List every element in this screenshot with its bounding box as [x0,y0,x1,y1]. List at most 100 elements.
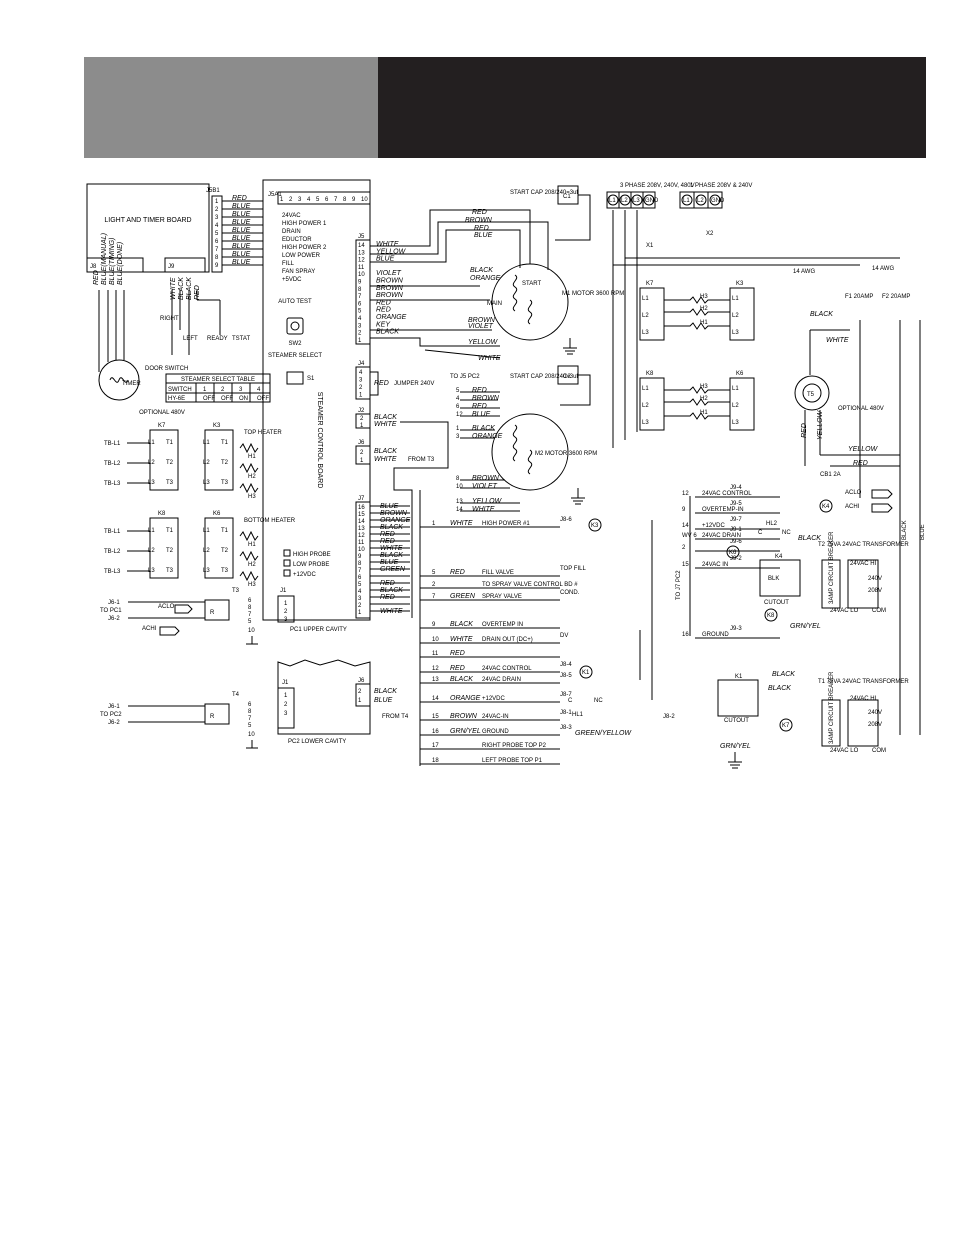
j9-pin: 2 [682,545,686,551]
j5b1-wire-color: BLUE [232,243,251,250]
control-pin: 11 [432,651,439,657]
cb1-label: CB1 2A [820,472,841,478]
pc2-j1-label: J1 [282,680,289,686]
j7-pin: 5 [358,582,362,588]
m2-wire-color: ORANGE [472,433,503,440]
pc2-j6-wire: BLUE [374,697,393,704]
control-wire-color: BLACK [450,621,473,628]
j5-wire-color: RED [376,307,391,314]
power-contactor-label: K6 [736,371,744,377]
j9-label: J9 [168,264,175,270]
control-pin: 13 [432,677,439,683]
j7-pin: 12 [358,533,365,539]
terminal-circle [631,194,643,206]
j9-c: C [758,530,763,536]
tstat-label: TSTAT [232,336,250,342]
j5-pin: 4 [358,316,362,322]
j5-pin: 3 [358,323,362,329]
j9-wire-color: WHITE [170,277,177,300]
t1-label: T1 75VA 24VAC TRANSFORMER [818,679,909,685]
light-timer-label: LIGHT AND TIMER BOARD [104,217,191,224]
heater-section: OPTIONAL 480V K7L1L2L3T1T2T3K3L1L2L3T1T2… [104,410,296,588]
power-contactor-line: L1 [732,296,739,302]
heater-label: H1 [248,454,256,460]
control-function: OVERTEMP IN [482,622,523,628]
m2-wire-color: YELLOW [472,498,503,505]
relay-r-label: R [210,714,215,720]
contactor-line: L1 [148,440,155,446]
j5-wire-color: YELLOW [376,248,407,255]
j7-label: J7 [358,496,365,502]
j5-wire-color: BLUE [376,256,395,263]
c2-label: C2 [563,374,571,380]
k1-label: K1 [735,674,743,680]
j2-pin: 1 [360,423,364,429]
ground-symbol [246,740,258,749]
power-contactor-line: L2 [642,313,649,319]
hl1-label: HL1 [572,712,584,718]
j5a1-pin-number: 10 [361,197,368,203]
m2-wire-color: BROWN [472,395,500,402]
j9-pin: 9 [682,507,686,513]
j9-function: 24VAC CONTROL [702,491,752,497]
relay-label: K1 [582,670,590,676]
power-contactor-line: L3 [642,330,649,336]
start-cap-2: START CAP 208/240=3uf [510,374,578,380]
heater-element [239,570,259,582]
control-wire-color: BLACK [450,676,473,683]
m2-label: M2 MOTOR 3600 RPM [535,451,597,457]
m1-start-label: START [522,281,541,287]
from-t3-label: FROM T3 [408,457,435,463]
transformer-pin: 10 [248,628,255,634]
power-contactor-line: L1 [642,386,649,392]
transformer-pin: 7 [248,716,252,722]
f2-label: F2 20AMP [882,294,910,300]
probe-label: +12VDC [293,572,317,578]
j5a1-pin-label: HIGH POWER 2 [282,245,327,251]
terminal-box [642,191,656,209]
k4-cutout-label: K4 [775,554,783,560]
power-h-label: H3 [700,294,708,300]
control-function: DRAIN OUT (DC+) [482,637,533,643]
j7-pin: 4 [358,589,362,595]
t1-breaker: 3AMP CIRCUIT BREAKER [829,671,835,744]
j5-pin: 9 [358,280,362,286]
t2-breaker: 3AMP CIRCUIT BREAKER [829,531,835,604]
terminal-label-1ph: GND [711,198,725,204]
j5-pin: 14 [358,243,365,249]
control-pin: 1 [432,521,436,527]
j1-pin: 1 [284,601,288,607]
m1-wire-color: ORANGE [470,275,501,282]
terminal-label-1ph: L2 [697,198,704,204]
transformer-pin: 6 [248,702,252,708]
m1-main-label: MAIN [487,301,502,307]
select-table-header: 4 [257,387,261,393]
j5-pin: 1 [358,338,362,344]
power-contactor-label: K7 [646,281,654,287]
relay-coil [819,499,833,513]
power-heater [664,322,730,330]
j6-wire-color: WHITE [374,456,397,463]
tb-label-top: TB-L2 [104,461,121,467]
t2-com: COM [872,608,886,614]
control-function: FILL VALVE [482,570,514,576]
control-wire-color: GRN/YEL [450,728,481,735]
control-pin: 10 [432,637,439,643]
contactor-line: L3 [148,480,155,486]
j4-pin: 2 [359,385,363,391]
power-contactor-line: L3 [642,420,649,426]
j9-ref: J9-6 [730,539,742,545]
power-contactor-box [729,377,755,431]
power-heater [664,296,730,304]
m1-wire-color: BROWN [468,317,496,324]
j5b1-pin: 6 [215,239,219,245]
j5a1-pin-number: 9 [352,197,356,203]
m1-wire-color: YELLOW [468,339,499,346]
j5b1-pin: 5 [215,231,219,237]
aclo-label: ACLO [158,604,175,610]
j7-pin: 3 [358,596,362,602]
control-function: TO SPRAY VALVE CONTROL BD # [482,582,578,588]
heater-element [239,462,259,474]
transformer-box [204,599,230,621]
heater-element [239,482,259,494]
